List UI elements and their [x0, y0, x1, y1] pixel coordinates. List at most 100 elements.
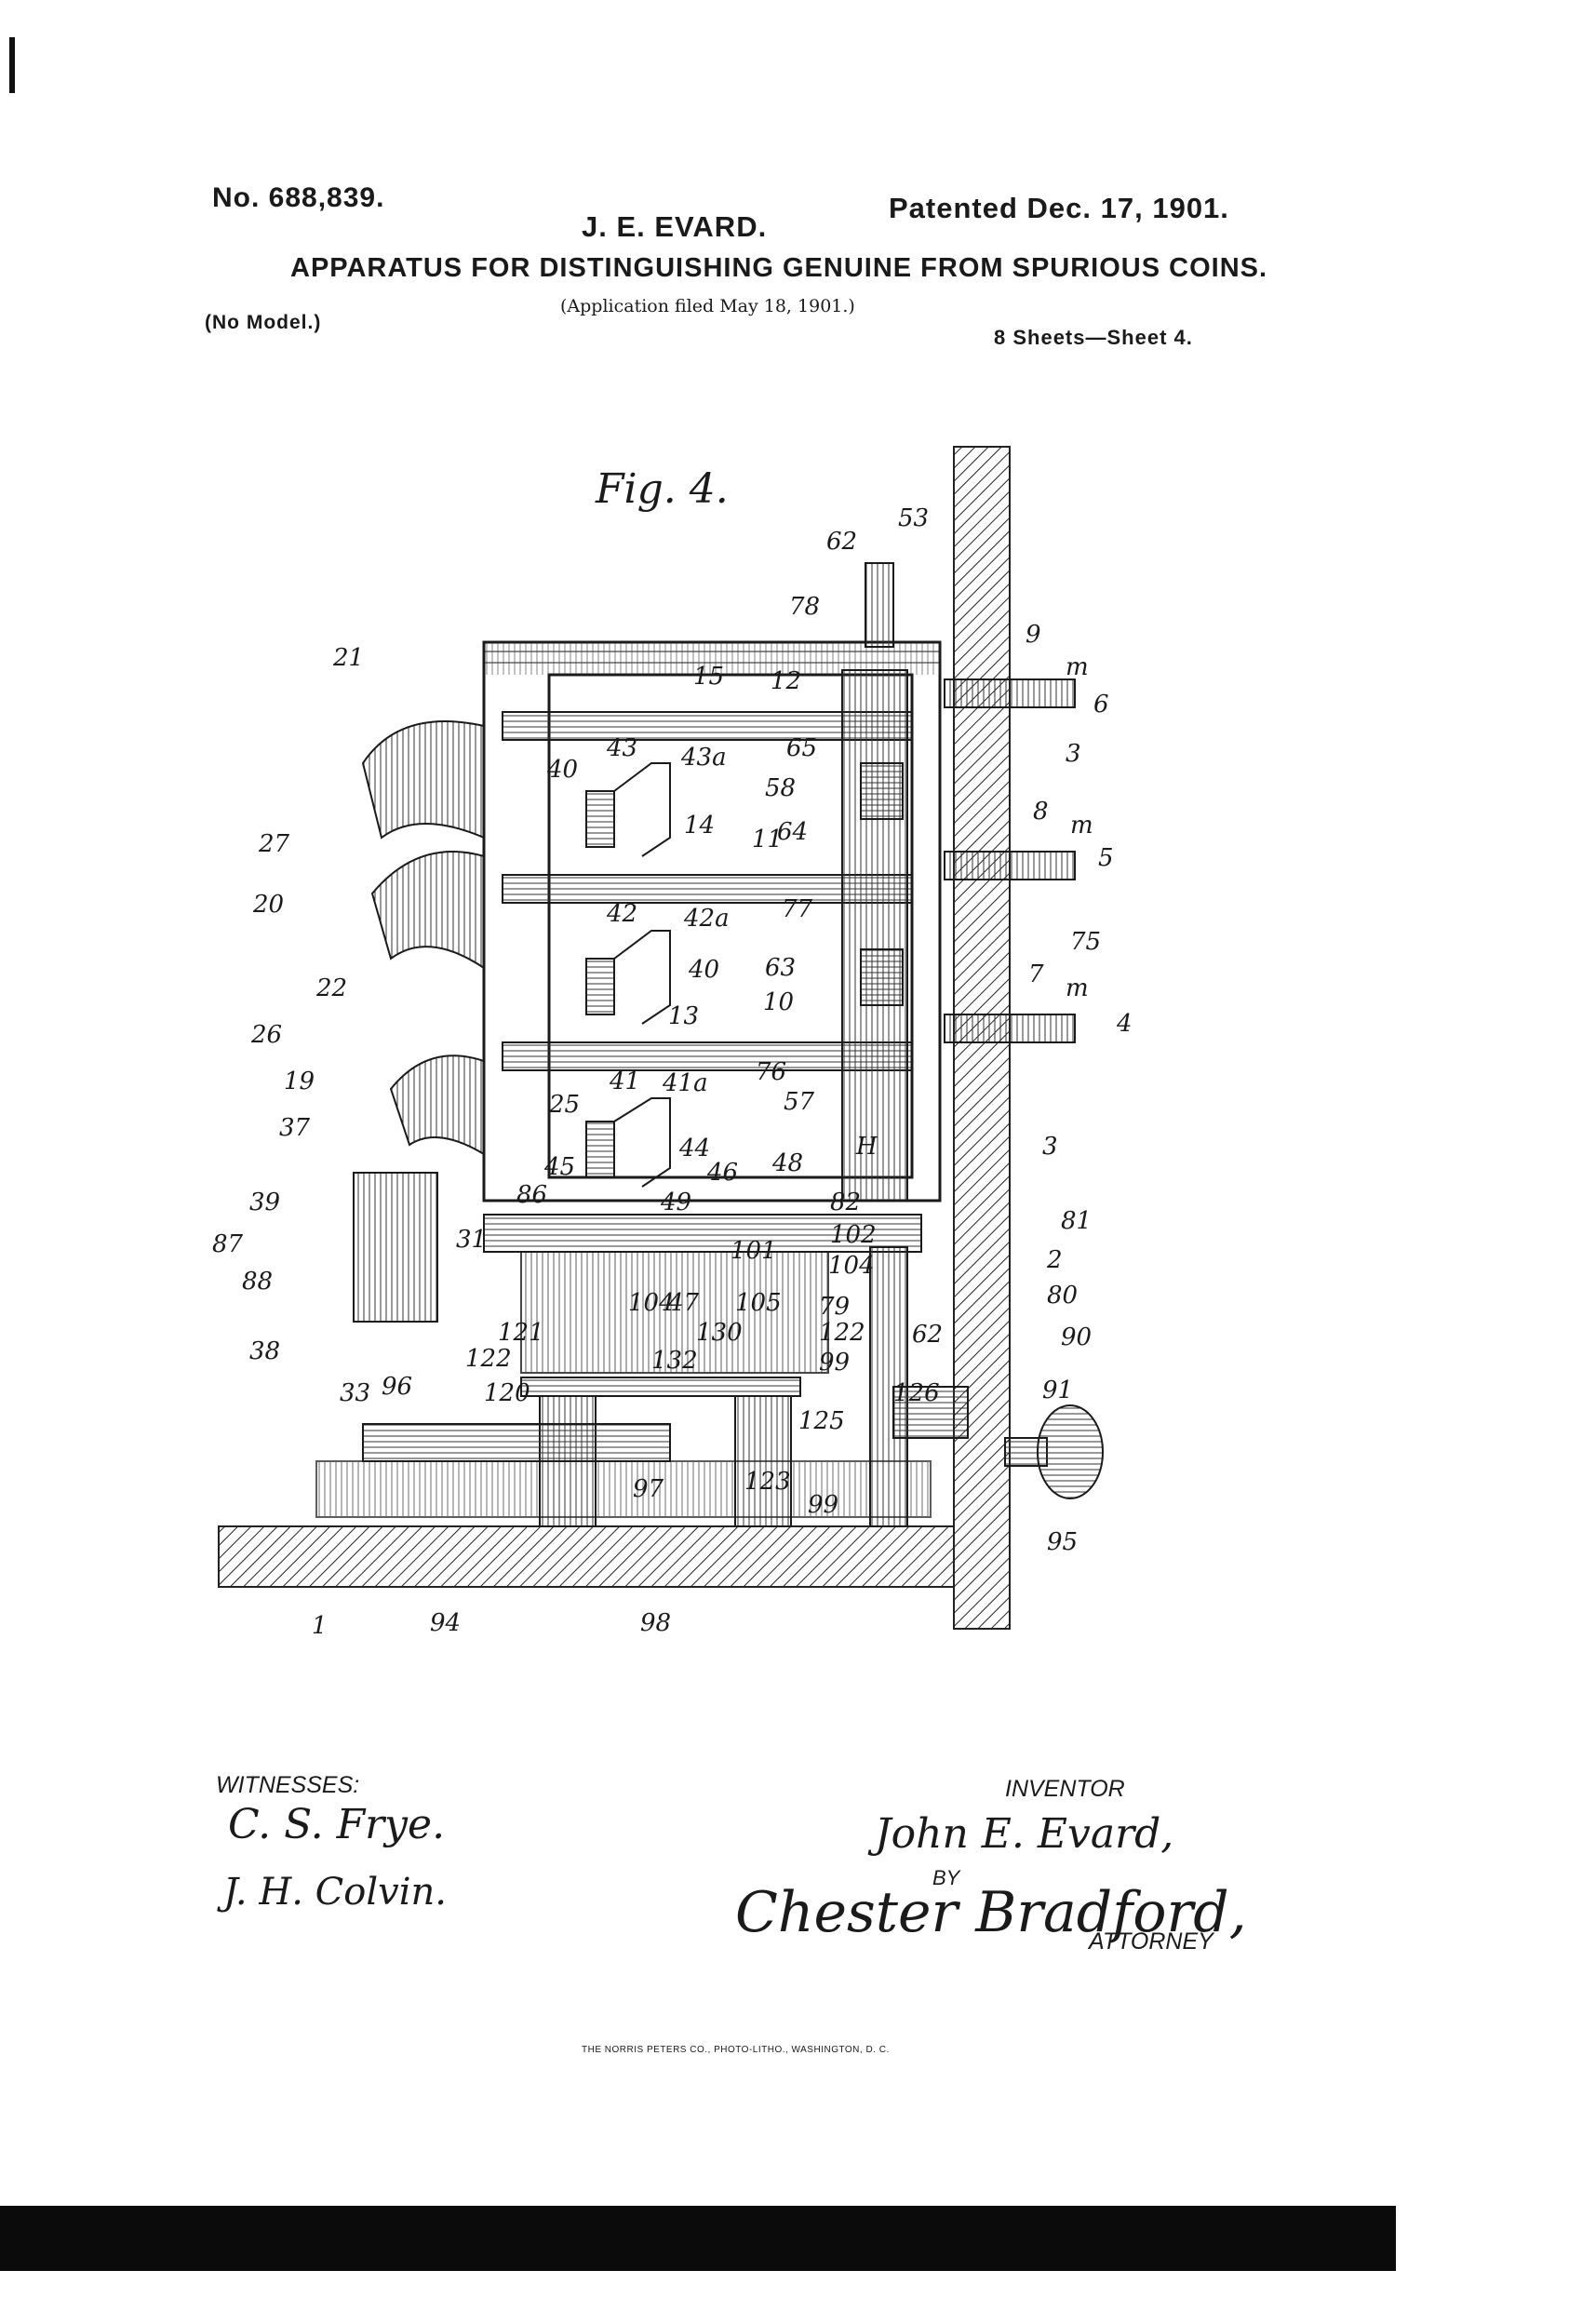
ref-5: 5	[1098, 844, 1114, 872]
ref-77: 77	[782, 895, 813, 923]
printer-credit: THE NORRIS PETERS CO., PHOTO-LITHO., WAS…	[582, 2045, 890, 2055]
ref-42a: 42a	[683, 905, 730, 933]
ref-H: H	[855, 1133, 878, 1161]
attorney-label: ATTORNEY	[1089, 1928, 1213, 1955]
ref-80: 80	[1047, 1282, 1078, 1310]
ref-27: 27	[258, 830, 290, 858]
witness-signature-1: C. S. Frye.	[228, 1801, 446, 1848]
ref-132: 132	[651, 1347, 698, 1375]
ref-122b: 122	[465, 1345, 512, 1373]
witness-signature-2: J. H. Colvin.	[223, 1871, 448, 1914]
ref-12: 12	[771, 667, 801, 695]
ref-11: 11	[752, 826, 783, 853]
ref-126: 126	[893, 1379, 940, 1407]
coin-chute-plates	[361, 720, 485, 1156]
ref-64: 64	[777, 818, 808, 846]
ref-62b: 62	[912, 1321, 943, 1349]
ref-48: 48	[771, 1149, 803, 1177]
ref-3b: 3	[1042, 1133, 1058, 1161]
ref-15: 15	[693, 663, 724, 691]
ref-44: 44	[678, 1135, 710, 1162]
ref-13: 13	[668, 1002, 699, 1030]
ref-25: 25	[548, 1091, 580, 1119]
patent-title: APPARATUS FOR DISTINGUISHING GENUINE FRO…	[290, 253, 1268, 283]
ref-86: 86	[516, 1181, 547, 1209]
ref-57: 57	[784, 1088, 815, 1116]
ref-38: 38	[249, 1337, 280, 1365]
ref-26: 26	[250, 1021, 282, 1049]
ref-37: 37	[279, 1114, 311, 1142]
ref-95: 95	[1047, 1528, 1078, 1556]
ref-122: 122	[819, 1319, 865, 1347]
floor	[218, 1525, 955, 1588]
ref-125: 125	[798, 1407, 845, 1435]
ref-82: 82	[830, 1189, 861, 1216]
ref-123: 123	[744, 1468, 791, 1496]
ref-53: 53	[898, 504, 929, 532]
ref-19: 19	[284, 1068, 315, 1095]
ref-79: 79	[819, 1293, 850, 1321]
ref-49: 49	[660, 1189, 691, 1216]
ref-91: 91	[1042, 1377, 1073, 1404]
ref-1: 1	[312, 1612, 328, 1640]
ref-104b: 104	[628, 1289, 675, 1317]
scan-bottom-bar	[0, 2206, 1396, 2271]
ref-98: 98	[640, 1609, 671, 1637]
ref-4: 4	[1116, 1010, 1133, 1038]
scan-edge-mark	[9, 37, 15, 93]
ref-121: 121	[498, 1319, 544, 1347]
ref-m1: m	[1066, 653, 1089, 681]
ref-9: 9	[1026, 621, 1041, 649]
no-model-note: (No Model.)	[205, 312, 322, 333]
ref-43a: 43a	[680, 744, 727, 772]
ref-40a: 40	[546, 756, 578, 784]
ref-43: 43	[606, 734, 637, 762]
ref-47: 47	[667, 1289, 700, 1317]
ref-40b: 40	[688, 956, 719, 984]
by-label: BY	[932, 1866, 960, 1889]
ref-120: 120	[484, 1379, 530, 1407]
ref-58: 58	[765, 774, 796, 802]
witnesses-label: WITNESSES:	[216, 1772, 360, 1798]
ref-90: 90	[1061, 1323, 1092, 1351]
patent-number: No. 688,839.	[212, 182, 385, 213]
ref-46: 46	[706, 1159, 738, 1187]
ref-20: 20	[252, 891, 284, 919]
ref-7: 7	[1028, 960, 1044, 988]
ref-88: 88	[242, 1268, 273, 1296]
ref-14: 14	[684, 812, 715, 840]
ref-130: 130	[696, 1319, 743, 1347]
ref-45: 45	[543, 1153, 575, 1181]
ref-2: 2	[1046, 1246, 1063, 1274]
sheet-count: 8 Sheets—Sheet 4.	[994, 326, 1193, 349]
ref-76: 76	[756, 1058, 786, 1086]
ref-87: 87	[212, 1230, 244, 1258]
patent-date: Patented Dec. 17, 1901.	[889, 192, 1229, 224]
ref-3a: 3	[1066, 740, 1081, 768]
application-filed: (Application filed May 18, 1901.)	[560, 296, 855, 316]
ref-99b: 99	[808, 1491, 838, 1519]
ref-21: 21	[332, 644, 364, 672]
ref-99a: 99	[819, 1349, 850, 1377]
ref-41: 41	[609, 1068, 640, 1095]
reference-numerals: 53 62 78 9 m 6 21 15 12 43 43a 40 65 3 5…	[212, 504, 1133, 1640]
ref-31: 31	[456, 1226, 487, 1254]
ref-65: 65	[786, 734, 817, 762]
ref-m3: m	[1066, 974, 1089, 1002]
right-column	[841, 562, 1076, 1202]
ref-10: 10	[763, 988, 794, 1016]
ref-96: 96	[382, 1373, 412, 1401]
attorney-signature: Chester Bradford,	[735, 1880, 1247, 1945]
ref-6: 6	[1093, 691, 1109, 719]
ref-102: 102	[830, 1221, 877, 1249]
ref-97: 97	[633, 1475, 664, 1503]
ref-63: 63	[765, 954, 796, 982]
inventor-signature: John E. Evard,	[875, 1810, 1174, 1858]
lower-mechanism	[315, 1172, 969, 1527]
inventor-name-header: J. E. EVARD.	[582, 210, 768, 243]
ref-62a: 62	[826, 528, 857, 556]
knob	[1004, 1404, 1104, 1499]
ref-81: 81	[1061, 1207, 1092, 1235]
ref-m2: m	[1070, 812, 1093, 840]
ref-101: 101	[731, 1237, 777, 1265]
